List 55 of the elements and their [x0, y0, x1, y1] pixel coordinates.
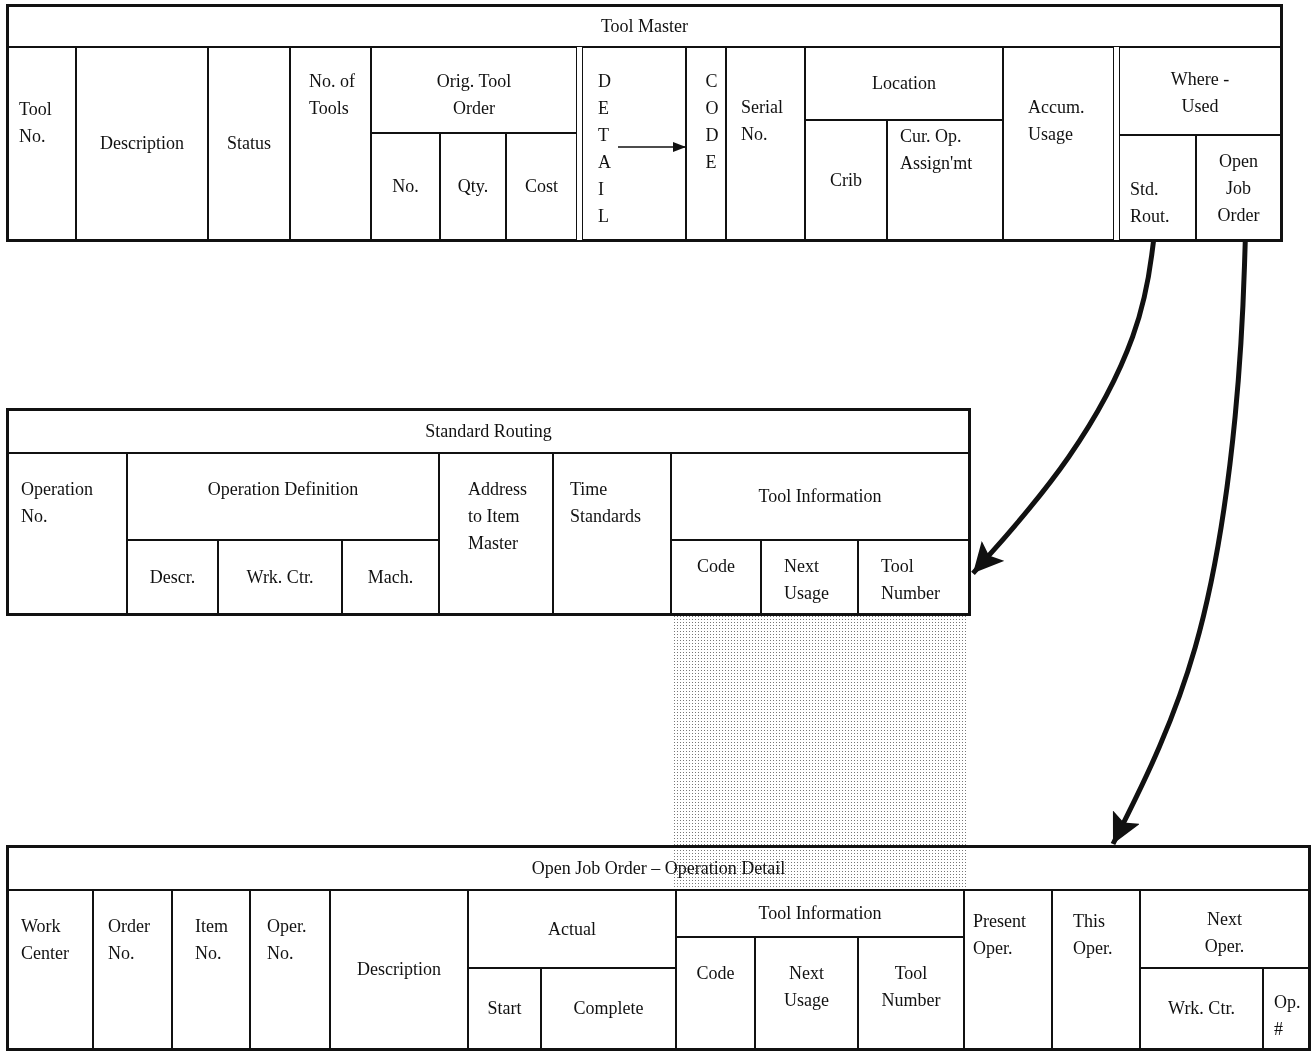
record-table: [6, 845, 1311, 1051]
table-title: Standard Routing: [8, 410, 969, 453]
header-cell: Next Usage: [755, 937, 858, 1049]
header-cell: Serial No.: [726, 47, 805, 240]
arrow: [971, 239, 1157, 575]
header-cell: Tool Information: [676, 890, 964, 937]
header-cell: CODE: [686, 47, 726, 240]
header-cell: Wrk. Ctr.: [218, 540, 342, 614]
header-cell: Op. #: [1263, 968, 1309, 1049]
header-cell: This Oper.: [1052, 890, 1140, 1049]
header-cell: Tool Number: [858, 937, 964, 1049]
header-cell: Operation Definition: [127, 453, 439, 540]
header-cell: Time Standards: [553, 453, 671, 614]
header-cell: Next Oper.: [1140, 890, 1309, 968]
header-cell: Wrk. Ctr.: [1140, 968, 1263, 1049]
header-cell: Work Center: [8, 890, 93, 1049]
table-title: Open Job Order – Operation Detail: [8, 847, 1309, 890]
header-cell: Tool Information: [671, 453, 969, 540]
arrow: [617, 142, 687, 152]
header-cell: Code: [676, 937, 755, 1049]
header-cell: Std. Rout.: [1119, 135, 1196, 240]
header-cell: Open Job Order: [1196, 135, 1281, 240]
header-cell: Crib: [805, 120, 887, 240]
header-cell: Accum. Usage: [1003, 47, 1114, 240]
arrow: [1110, 239, 1248, 846]
header-cell: Code: [671, 540, 761, 614]
table-title: Tool Master: [8, 6, 1281, 47]
header-cell: Description: [76, 47, 208, 240]
header-cell: Descr.: [127, 540, 218, 614]
header-cell: Operation No.: [8, 453, 127, 614]
header-cell: Cost: [506, 133, 577, 240]
header-cell: Order No.: [93, 890, 172, 1049]
header-cell: No. of Tools: [290, 47, 371, 240]
header-cell: Tool Number: [858, 540, 969, 614]
header-cell: Mach.: [342, 540, 439, 614]
header-cell: Oper. No.: [250, 890, 330, 1049]
header-cell: Cur. Op. Assign'mt: [887, 120, 1003, 240]
header-cell: Actual: [468, 890, 676, 968]
header-cell: Start: [468, 968, 541, 1049]
header-cell: Status: [208, 47, 290, 240]
header-cell: Next Usage: [761, 540, 858, 614]
header-cell: Complete: [541, 968, 676, 1049]
header-cell: Description: [330, 890, 468, 1049]
header-cell: Orig. Tool Order: [371, 47, 577, 133]
header-cell: No.: [371, 133, 440, 240]
record-table: [6, 408, 971, 616]
header-cell: Where - Used: [1119, 47, 1281, 135]
header-cell: Present Oper.: [964, 890, 1052, 1049]
header-cell: Tool No.: [8, 47, 76, 240]
header-cell: Item No.: [172, 890, 250, 1049]
header-cell: Qty.: [440, 133, 506, 240]
header-cell: Location: [805, 47, 1003, 120]
header-cell: Address to Item Master: [439, 453, 553, 614]
record-table: [6, 4, 1283, 242]
header-cell: DETAIL: [582, 47, 686, 240]
